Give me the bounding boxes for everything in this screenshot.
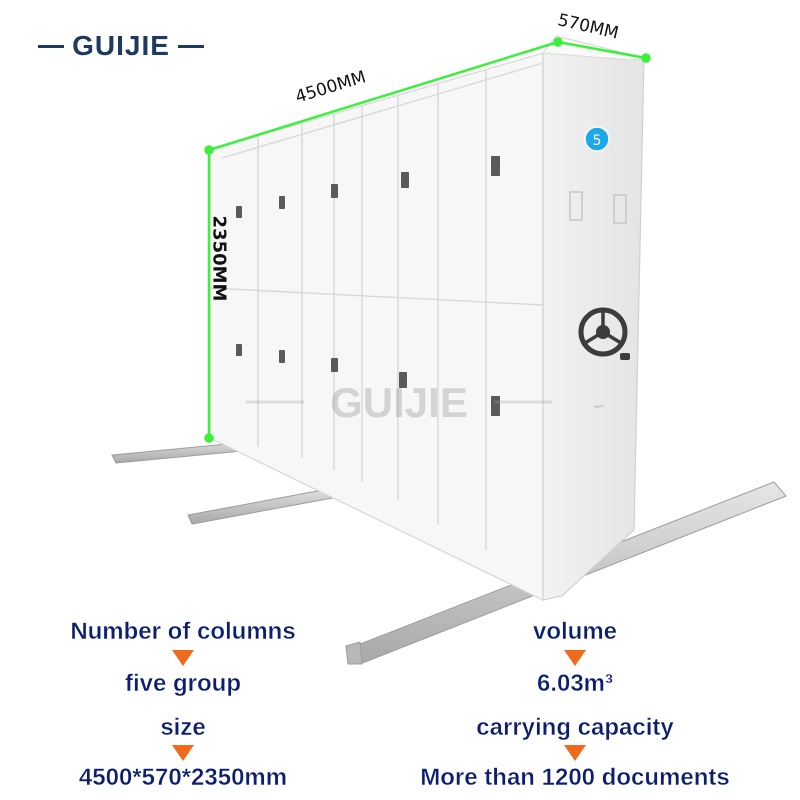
columns-label: Number of columns	[70, 618, 296, 645]
columns-arrow-icon	[172, 650, 194, 666]
watermark: GUIJIE	[246, 379, 552, 426]
height-dimension-label: 2350MM	[208, 215, 230, 302]
capacity-arrow-icon	[564, 745, 586, 761]
floor-lock-slot	[593, 405, 605, 408]
logo-text: GUIJIE	[72, 30, 170, 61]
size-arrow-icon	[172, 745, 194, 761]
volume-value: 6.03m³	[536, 670, 614, 697]
label-slot-right	[613, 194, 627, 224]
volume-label: volume	[532, 618, 618, 645]
capacity-label: carrying capacity	[476, 714, 674, 741]
watermark-text: GUIJIE	[330, 379, 468, 426]
cabinet-end-panel	[542, 35, 645, 601]
unit-badge-circle	[584, 126, 610, 152]
size-label: size	[160, 714, 206, 741]
volume-arrow-icon	[564, 650, 586, 666]
door-grid	[209, 62, 544, 550]
hand-wheel-icon	[578, 307, 630, 360]
brand-logo: GUIJIE	[36, 28, 206, 64]
logo-left-bar	[38, 44, 65, 48]
dimension-lines	[204, 37, 651, 443]
door-locks	[236, 156, 500, 416]
logo-right-bar	[177, 44, 204, 48]
capacity-value: More than 1200 documents	[420, 764, 730, 791]
label-slot-left	[569, 191, 583, 221]
columns-value: five group	[124, 670, 241, 697]
unit-badge-number: 5	[593, 133, 602, 149]
size-value: 4500*570*2350mm	[78, 764, 288, 791]
